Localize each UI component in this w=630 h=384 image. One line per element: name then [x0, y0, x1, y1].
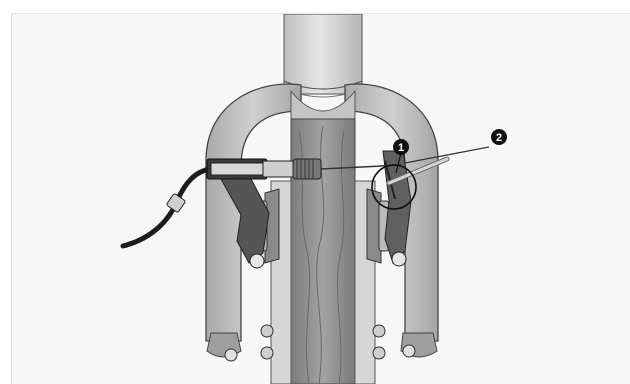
callout-2-number: 2 [496, 132, 502, 144]
wheel [261, 119, 385, 384]
brake-pad-right [367, 189, 389, 263]
brake-diagram: 1 2 [12, 14, 630, 384]
illustration-panel: 1 2 [11, 13, 630, 384]
callout-2: 2 [491, 129, 507, 145]
callout-1-number: 1 [398, 142, 404, 154]
